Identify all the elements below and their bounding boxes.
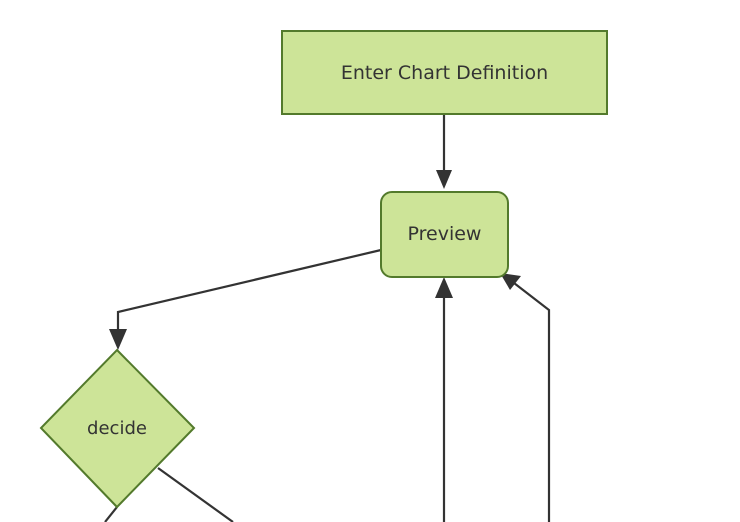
edge-line (513, 282, 551, 522)
edge-bottom-center-to-preview (435, 277, 453, 522)
edge-decide-down-left (104, 506, 118, 522)
edge-enter-to-preview (436, 114, 452, 189)
node-rect[interactable] (380, 191, 509, 278)
edge-line (116, 248, 382, 332)
node-enter-chart-definition[interactable]: Enter Chart Definition (281, 30, 608, 115)
edge-decide-down-right (157, 467, 234, 522)
node-decide[interactable]: decide (39, 348, 196, 509)
node-rect[interactable] (281, 30, 608, 115)
edge-bottom-right-to-preview (500, 273, 551, 522)
arrowhead-icon (500, 273, 521, 290)
arrowhead-icon (436, 170, 452, 189)
node-diamond[interactable] (39, 348, 196, 509)
edge-line (104, 506, 118, 522)
node-preview[interactable]: Preview (380, 191, 509, 278)
arrowhead-icon (435, 277, 453, 298)
node-label-decide: decide (87, 418, 147, 439)
node-label-preview: Preview (408, 223, 482, 245)
node-label-enter-chart-definition: Enter Chart Definition (341, 62, 548, 84)
arrowhead-icon (109, 329, 127, 350)
edge-line (157, 467, 234, 522)
edge-preview-to-decide (109, 248, 382, 350)
